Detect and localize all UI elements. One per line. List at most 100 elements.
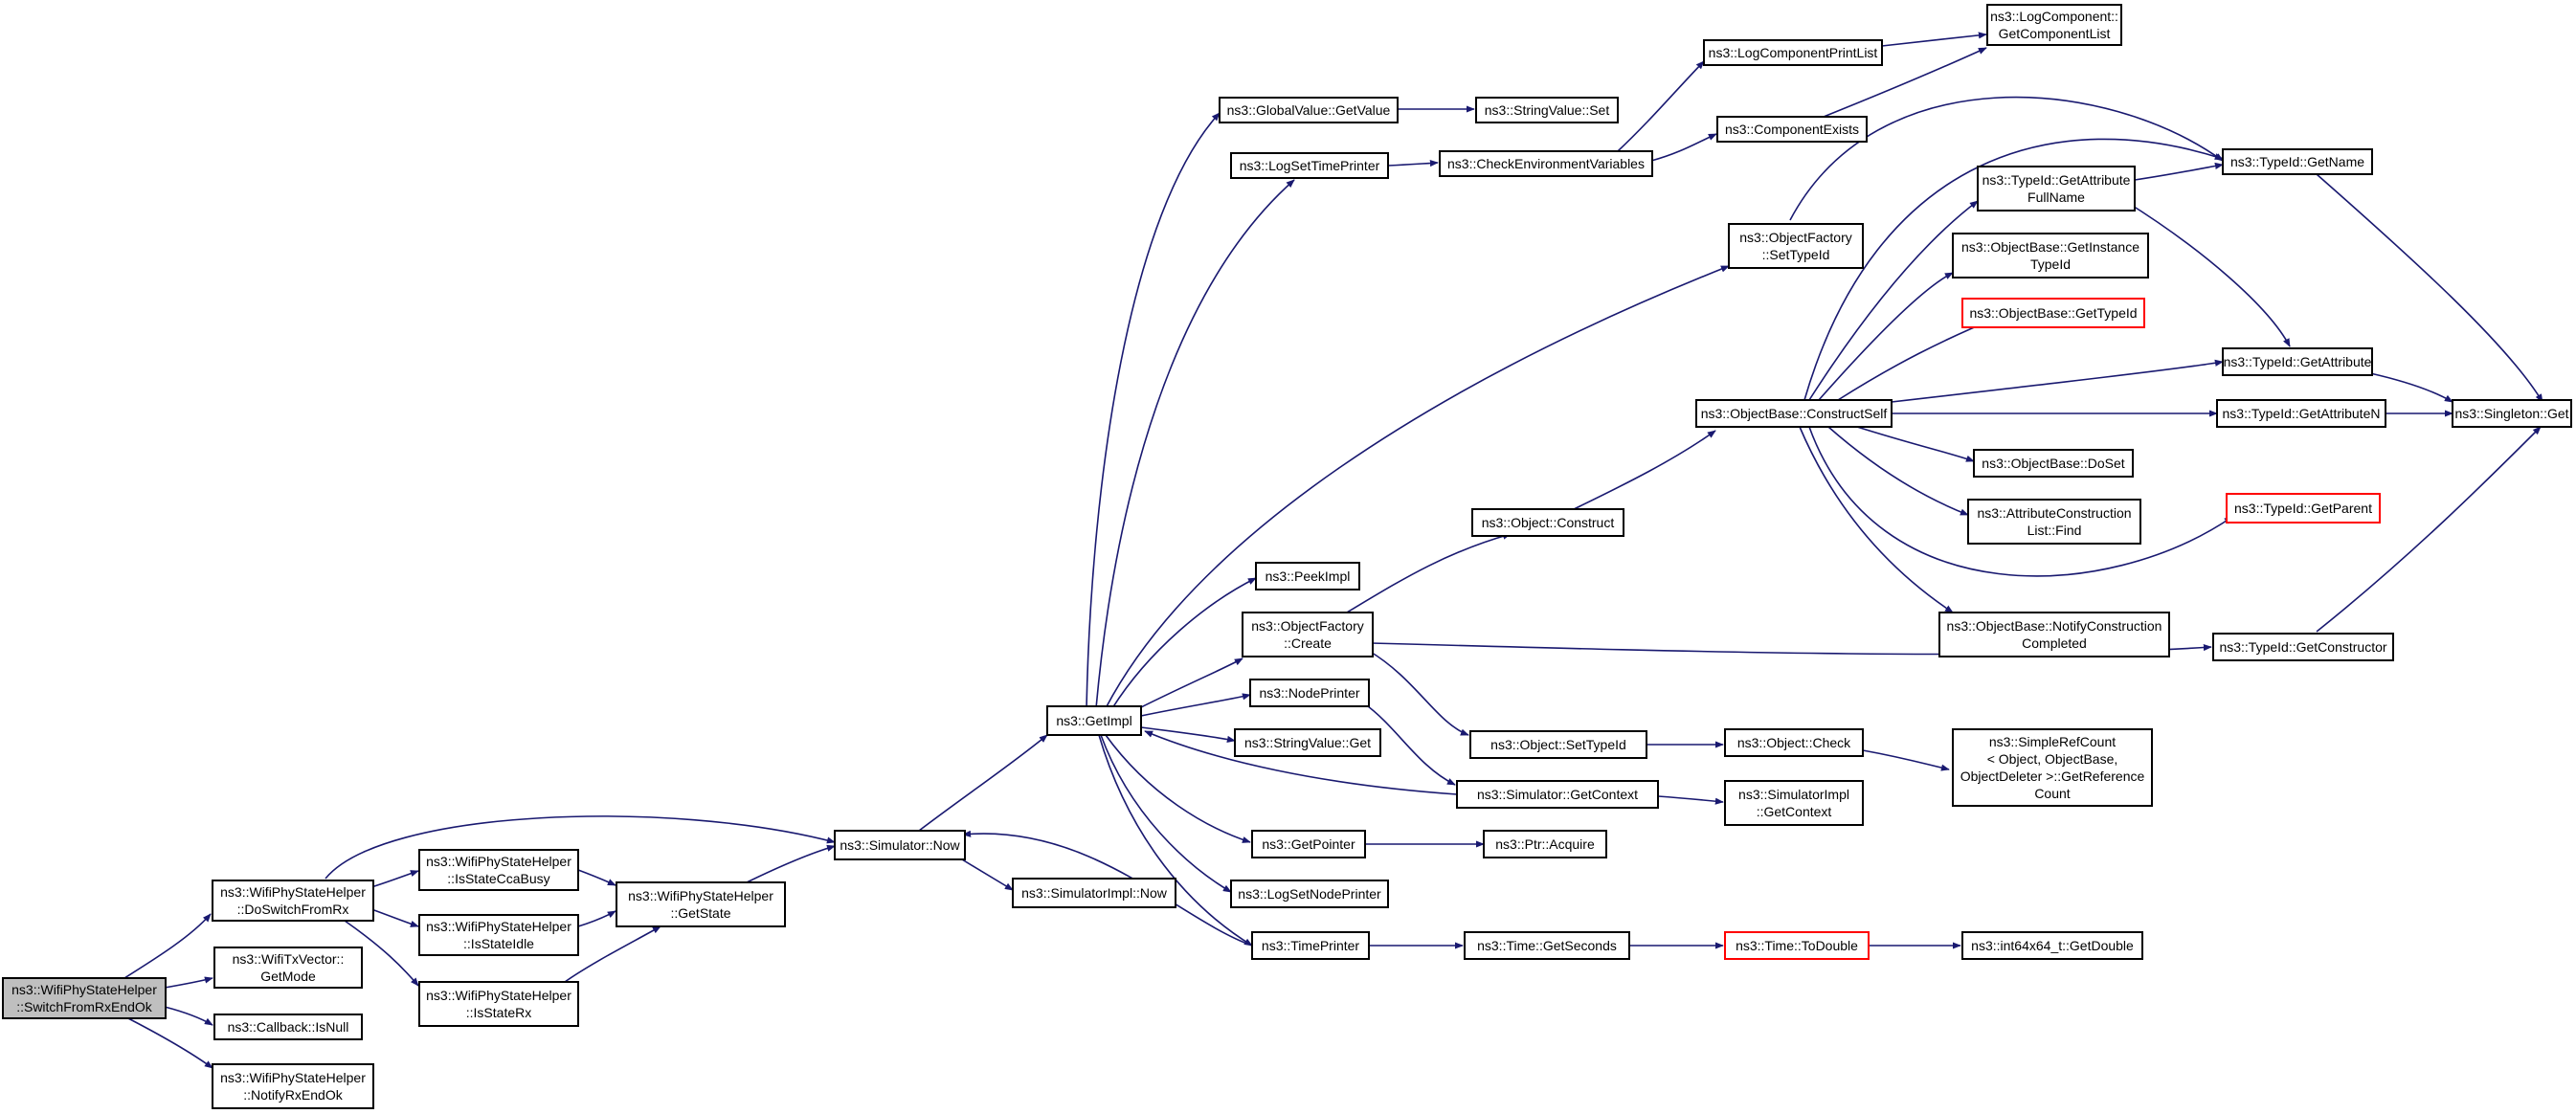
svg-text:ns3::TypeId::GetName: ns3::TypeId::GetName xyxy=(2230,154,2364,169)
node-ptr-acquire[interactable]: ns3::Ptr::Acquire xyxy=(1483,830,1607,858)
node-time-get-seconds[interactable]: ns3::Time::GetSeconds xyxy=(1464,931,1630,960)
node-is-state-rx[interactable]: ns3::WifiPhyStateHelper ::IsStateRx xyxy=(418,981,579,1027)
svg-text:ns3::Object::Check: ns3::Object::Check xyxy=(1737,735,1851,750)
svg-text:ns3::WifiPhyStateHelper: ns3::WifiPhyStateHelper xyxy=(426,919,571,934)
edge-timeprinter-simnow xyxy=(962,830,1253,947)
node-time-to-double[interactable]: ns3::Time::ToDouble xyxy=(1724,931,1870,960)
node-switch-from-rx-end-ok[interactable]: ns3::WifiPhyStateHelper ::SwitchFromRxEn… xyxy=(2,977,167,1019)
node-object-check[interactable]: ns3::Object::Check xyxy=(1724,728,1864,757)
edge-obconstruct-tidgetparent xyxy=(1808,426,2233,577)
svg-text:ns3::Object::SetTypeId: ns3::Object::SetTypeId xyxy=(1490,737,1626,752)
node-log-component-get-list[interactable]: ns3::LogComponent:: GetComponentList xyxy=(1986,4,2122,46)
svg-text:ns3::TimePrinter: ns3::TimePrinter xyxy=(1262,938,1360,953)
svg-text:ns3::TypeId::GetAttribute: ns3::TypeId::GetAttribute xyxy=(1982,172,2131,188)
node-object-base-do-set[interactable]: ns3::ObjectBase::DoSet xyxy=(1973,449,2134,478)
edge-doswitch-ccabusy xyxy=(370,870,419,888)
edge-compexists-logcompget xyxy=(1818,47,1987,120)
node-log-set-node-printer[interactable]: ns3::LogSetNodePrinter xyxy=(1230,880,1389,908)
node-object-factory-set-type-id[interactable]: ns3::ObjectFactory ::SetTypeId xyxy=(1728,223,1864,269)
node-type-id-get-parent[interactable]: ns3::TypeId::GetParent xyxy=(2226,493,2381,524)
node-log-set-time-printer[interactable]: ns3::LogSetTimePrinter xyxy=(1230,152,1389,179)
edge-getimpl-peekimpl xyxy=(1111,577,1257,709)
node-log-component-print-list[interactable]: ns3::LogComponentPrintList xyxy=(1703,39,1883,66)
node-notify-rx-end-ok[interactable]: ns3::WifiPhyStateHelper ::NotifyRxEndOk xyxy=(212,1063,374,1109)
node-type-id-get-name[interactable]: ns3::TypeId::GetName xyxy=(2222,148,2373,175)
svg-text:ns3::LogSetTimePrinter: ns3::LogSetTimePrinter xyxy=(1240,158,1380,173)
node-get-impl[interactable]: ns3::GetImpl xyxy=(1046,705,1142,736)
node-object-base-construct-self[interactable]: ns3::ObjectBase::ConstructSelf xyxy=(1695,399,1893,428)
edge-getimpl-ofsettypeid xyxy=(1105,265,1730,709)
svg-text:ns3::TypeId::GetAttributeN: ns3::TypeId::GetAttributeN xyxy=(2223,406,2381,421)
node-object-factory-create[interactable]: ns3::ObjectFactory ::Create xyxy=(1242,612,1374,657)
node-time-printer[interactable]: ns3::TimePrinter xyxy=(1251,931,1370,960)
node-type-id-get-attribute-full-name[interactable]: ns3::TypeId::GetAttribute FullName xyxy=(1977,166,2136,212)
svg-text:FullName: FullName xyxy=(2027,189,2085,205)
node-simulator-impl-now[interactable]: ns3::SimulatorImpl::Now xyxy=(1012,878,1176,908)
node-object-base-get-type-id[interactable]: ns3::ObjectBase::GetTypeId xyxy=(1961,298,2145,328)
node-singleton-get[interactable]: ns3::Singleton::Get xyxy=(2452,399,2572,428)
svg-text:ns3::ObjectFactory: ns3::ObjectFactory xyxy=(1739,230,1852,245)
node-do-switch-from-rx[interactable]: ns3::WifiPhyStateHelper ::DoSwitchFromRx xyxy=(212,880,374,922)
edge-obconstruct-tidattrfull xyxy=(1808,200,1979,401)
node-object-base-get-instance-type-id[interactable]: ns3::ObjectBase::GetInstance TypeId xyxy=(1952,233,2149,278)
node-get-state[interactable]: ns3::WifiPhyStateHelper ::GetState xyxy=(616,881,786,927)
edge-objconstruct-obconstruct xyxy=(1569,430,1716,512)
edge-getimpl-ofcreate xyxy=(1138,657,1243,709)
svg-text:::GetState: ::GetState xyxy=(670,905,730,921)
svg-text:List::Find: List::Find xyxy=(2027,523,2082,538)
edge-getstate-simnow xyxy=(746,844,836,883)
node-type-id-get-constructor[interactable]: ns3::TypeId::GetConstructor xyxy=(2212,633,2394,661)
svg-text:ns3::StringValue::Get: ns3::StringValue::Get xyxy=(1244,735,1371,750)
node-wifi-tx-vector-get-mode[interactable]: ns3::WifiTxVector:: GetMode xyxy=(213,947,363,989)
edge-tidgetname-singleton xyxy=(2316,173,2543,403)
edge-ofcreate-objsettid xyxy=(1368,650,1469,736)
svg-text:ns3::GetImpl: ns3::GetImpl xyxy=(1056,713,1131,728)
node-peek-impl[interactable]: ns3::PeekImpl xyxy=(1255,562,1360,590)
svg-text:ns3::Simulator::Now: ns3::Simulator::Now xyxy=(840,837,960,853)
svg-text:ns3::int64x64_t::GetDouble: ns3::int64x64_t::GetDouble xyxy=(1971,938,2134,953)
svg-text:ns3::LogComponentPrintList: ns3::LogComponentPrintList xyxy=(1709,45,1878,60)
node-get-pointer[interactable]: ns3::GetPointer xyxy=(1251,830,1366,858)
svg-text:ns3::Ptr::Acquire: ns3::Ptr::Acquire xyxy=(1495,836,1595,852)
svg-text:ns3::ObjectBase::GetTypeId: ns3::ObjectBase::GetTypeId xyxy=(1969,305,2137,321)
svg-text:ns3::SimulatorImpl::Now: ns3::SimulatorImpl::Now xyxy=(1021,885,1168,901)
node-is-state-cca-busy[interactable]: ns3::WifiPhyStateHelper ::IsStateCcaBusy xyxy=(418,849,579,891)
node-node-printer[interactable]: ns3::NodePrinter xyxy=(1249,679,1370,707)
edge-switch-notifyrx xyxy=(123,1015,213,1069)
svg-text:::DoSwitchFromRx: ::DoSwitchFromRx xyxy=(237,902,349,917)
node-is-state-idle[interactable]: ns3::WifiPhyStateHelper ::IsStateIdle xyxy=(418,914,579,956)
node-simulator-now[interactable]: ns3::Simulator::Now xyxy=(834,830,966,860)
edge-getimpl-timeprinter xyxy=(1098,734,1253,947)
svg-text:ns3::WifiPhyStateHelper: ns3::WifiPhyStateHelper xyxy=(628,888,773,903)
svg-text:::IsStateRx: ::IsStateRx xyxy=(466,1005,531,1020)
node-string-value-set[interactable]: ns3::StringValue::Set xyxy=(1475,97,1619,123)
node-global-value-get-value[interactable]: ns3::GlobalValue::GetValue xyxy=(1219,97,1399,123)
node-object-set-type-id[interactable]: ns3::Object::SetTypeId xyxy=(1469,730,1647,759)
svg-text:::IsStateCcaBusy: ::IsStateCcaBusy xyxy=(447,871,549,886)
node-callback-is-null[interactable]: ns3::Callback::IsNull xyxy=(213,1014,363,1040)
node-type-id-get-attribute-n[interactable]: ns3::TypeId::GetAttributeN xyxy=(2216,399,2386,428)
svg-text:ns3::TypeId::GetConstructor: ns3::TypeId::GetConstructor xyxy=(2219,639,2386,655)
svg-text:ns3::ComponentExists: ns3::ComponentExists xyxy=(1725,122,1859,137)
edge-ofcreate-objconstruct xyxy=(1330,532,1512,623)
svg-text:ns3::NodePrinter: ns3::NodePrinter xyxy=(1259,685,1359,701)
node-type-id-get-attribute[interactable]: ns3::TypeId::GetAttribute xyxy=(2222,347,2373,376)
edge-simgetctx-simimplctx xyxy=(1657,795,1724,805)
node-check-environment-variables[interactable]: ns3::CheckEnvironmentVariables xyxy=(1439,150,1653,177)
node-string-value-get[interactable]: ns3::StringValue::Get xyxy=(1234,728,1381,757)
svg-text:ns3::WifiPhyStateHelper: ns3::WifiPhyStateHelper xyxy=(11,982,157,997)
node-attribute-construction-list-find[interactable]: ns3::AttributeConstruction List::Find xyxy=(1967,499,2141,545)
node-object-base-notify-construction-completed[interactable]: ns3::ObjectBase::NotifyConstruction Comp… xyxy=(1938,612,2170,657)
node-object-construct[interactable]: ns3::Object::Construct xyxy=(1471,508,1624,537)
node-component-exists[interactable]: ns3::ComponentExists xyxy=(1716,116,1868,143)
node-int64x64-get-double[interactable]: ns3::int64x64_t::GetDouble xyxy=(1961,931,2143,960)
node-simple-ref-count-get-reference-count[interactable]: ns3::SimpleRefCount < Object, ObjectBase… xyxy=(1952,728,2153,807)
node-simulator-impl-get-context[interactable]: ns3::SimulatorImpl ::GetContext xyxy=(1724,780,1864,826)
edge-doswitch-simnow xyxy=(325,815,836,880)
svg-text:ns3::ObjectBase::ConstructSelf: ns3::ObjectBase::ConstructSelf xyxy=(1701,406,1888,421)
svg-text:ObjectDeleter >::GetReference: ObjectDeleter >::GetReference xyxy=(1960,769,2145,784)
edge-switch-doswitch xyxy=(123,913,212,979)
node-simulator-get-context[interactable]: ns3::Simulator::GetContext xyxy=(1456,780,1659,809)
svg-text:ns3::SimpleRefCount: ns3::SimpleRefCount xyxy=(1989,734,2116,749)
